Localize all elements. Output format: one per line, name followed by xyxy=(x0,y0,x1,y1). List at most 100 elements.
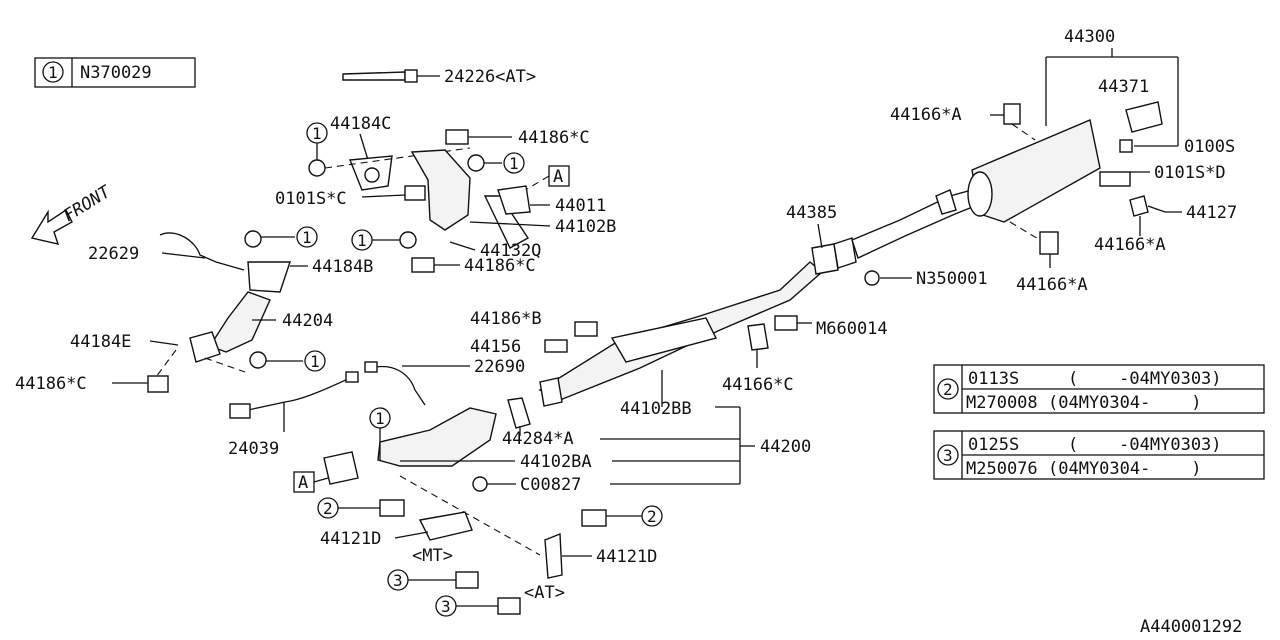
legend-1-code: N370029 xyxy=(80,63,152,83)
front-arrow: FRONT xyxy=(30,181,116,245)
label-44166A-bottom: 44166*A xyxy=(1016,275,1088,295)
pipe-to-muffler xyxy=(851,189,982,259)
hanger-44166C xyxy=(747,323,769,351)
label-0101SD: 0101S*D xyxy=(1154,163,1226,183)
catalyst-44102B xyxy=(410,149,471,231)
ref-circle-1-f: 1 xyxy=(375,409,385,428)
legend-1-number: 1 xyxy=(48,63,58,82)
sensor-22690 xyxy=(369,365,426,406)
legend-2-row2-code: M270008 xyxy=(966,393,1038,413)
label-44166A-top: 44166*A xyxy=(890,105,962,125)
label-0101SC: 0101S*C xyxy=(275,189,347,209)
legend-3-row2-range: (04MY0304- ) xyxy=(1048,459,1202,479)
flange-center xyxy=(539,377,563,407)
ref-circle-1-e: 1 xyxy=(310,352,320,371)
hanger-44166A-top xyxy=(1003,103,1021,125)
ref-circle-1-d: 1 xyxy=(302,228,312,247)
label-44184B: 44184B xyxy=(312,257,373,277)
muffler-cluster: 44300 44371 44166*A 0100S 0101S*D 44127 … xyxy=(890,27,1237,295)
section-marker-top-text: A xyxy=(553,167,563,187)
gasket-44385 xyxy=(811,243,839,275)
legend-fastener-2: 2 0113S ( -04MY0303) M270008 (04MY0304- … xyxy=(933,364,1265,414)
center-pipe-cluster: 44102BB 44166*C M660014 44385 N350001 xyxy=(538,189,988,419)
flange-left xyxy=(323,451,359,485)
sensor-harness-cluster: 22690 24039 xyxy=(228,357,525,459)
ref-circle-1-b: 1 xyxy=(509,154,519,173)
label-44102BB: 44102BB xyxy=(620,399,692,419)
label-44300: 44300 xyxy=(1064,27,1115,47)
label-44166C: 44166*C xyxy=(722,375,794,395)
section-marker-bottom-text: A xyxy=(298,473,308,493)
label-M660014: M660014 xyxy=(816,319,888,339)
bolt-icon xyxy=(445,129,469,145)
label-22690: 22690 xyxy=(474,357,525,377)
ref-circle-3-a: 3 xyxy=(393,571,403,590)
label-at: <AT> xyxy=(524,583,565,603)
label-44284A: 44284*A xyxy=(502,429,574,449)
heat-shield xyxy=(610,317,718,363)
front-arrow-label: FRONT xyxy=(60,181,115,226)
legend-2-row1-range: ( -04MY0303) xyxy=(1068,369,1222,389)
label-44371: 44371 xyxy=(1098,77,1149,97)
label-44186C-mid: 44186*C xyxy=(464,256,536,276)
label-0100S: 0100S xyxy=(1184,137,1235,157)
gasket-44184E xyxy=(189,331,221,363)
ref-circle-2-a: 2 xyxy=(323,499,333,518)
label-44132Q: 44132Q xyxy=(480,241,541,261)
gasket-44284A xyxy=(507,397,531,429)
label-44204: 44204 xyxy=(282,311,333,331)
catalyst-44102BA xyxy=(377,407,497,467)
legend-fastener-3: 3 0125S ( -04MY0303) M250076 (04MY0304- … xyxy=(933,430,1265,480)
gasket-44184B xyxy=(247,261,291,293)
stud-icon xyxy=(404,185,426,201)
legend-2-number: 2 xyxy=(943,380,953,399)
label-44011: 44011 xyxy=(555,196,606,216)
legend-3-row1-code: 0125S xyxy=(968,435,1019,455)
harness-24039 xyxy=(247,377,351,411)
pipe-44204 xyxy=(208,291,271,353)
label-44385: 44385 xyxy=(786,203,837,223)
bracket-cluster: 2 44121D <MT> 3 2 44121D 3 <AT> xyxy=(317,497,663,617)
sensor-22629 xyxy=(159,232,245,271)
legend-3-row2-code: M250076 xyxy=(966,459,1038,479)
center-catalyst-cluster: 44186*B 44156 A 1 44284*A 44102BA C00827… xyxy=(293,309,811,556)
label-44186B: 44186*B xyxy=(470,309,542,329)
legend-2-row1-code: 0113S xyxy=(968,369,1019,389)
gasket-44011 xyxy=(497,185,531,215)
ref-circle-1-a: 1 xyxy=(312,124,322,143)
label-44121D-right: 44121D xyxy=(596,547,657,567)
front-pipe-cluster: 22629 1 44184B 44204 44184E 1 44186*C xyxy=(15,226,373,394)
label-C00827: C00827 xyxy=(520,475,581,495)
label-N350001: N350001 xyxy=(916,269,988,289)
ref-circle-1-c: 1 xyxy=(357,231,367,250)
legend-1-circle xyxy=(42,61,64,83)
label-44166A-right: 44166*A xyxy=(1094,235,1166,255)
sensor-rod-24226 xyxy=(342,71,406,81)
bracket-44121D-right xyxy=(544,532,563,579)
legend-2-row2-range: (04MY0304- ) xyxy=(1048,393,1202,413)
label-44127: 44127 xyxy=(1186,203,1237,223)
bracket-44121D-left xyxy=(418,511,473,541)
nut-icon xyxy=(308,159,326,177)
label-44121D-left: 44121D xyxy=(320,529,381,549)
ref-circle-3-b: 3 xyxy=(441,597,451,616)
label-22629: 22629 xyxy=(88,244,139,264)
label-44186C-left: 44186*C xyxy=(15,374,87,394)
ref-circle-2-b: 2 xyxy=(647,507,657,526)
tail-clamp-44371 xyxy=(1125,101,1163,133)
legend-3-number: 3 xyxy=(943,446,953,465)
legend-3-row1-range: ( -04MY0303) xyxy=(1068,435,1222,455)
part-24226: 24226<AT> xyxy=(342,67,536,87)
front-manifold-cluster: 1 44184C 44186*C 1 0101S*C A 44011 44102… xyxy=(275,114,616,276)
legend-fastener-1: 1 N370029 xyxy=(34,57,196,88)
label-44186C-top: 44186*C xyxy=(518,128,590,148)
label-24226: 24226<AT> xyxy=(444,67,536,87)
bracket-44132Q xyxy=(483,195,530,249)
legend-1-frame xyxy=(34,57,196,88)
section-marker-top xyxy=(548,165,570,187)
label-44184E: 44184E xyxy=(70,332,131,352)
label-44102BA: 44102BA xyxy=(520,452,592,472)
label-44156: 44156 xyxy=(470,337,521,357)
